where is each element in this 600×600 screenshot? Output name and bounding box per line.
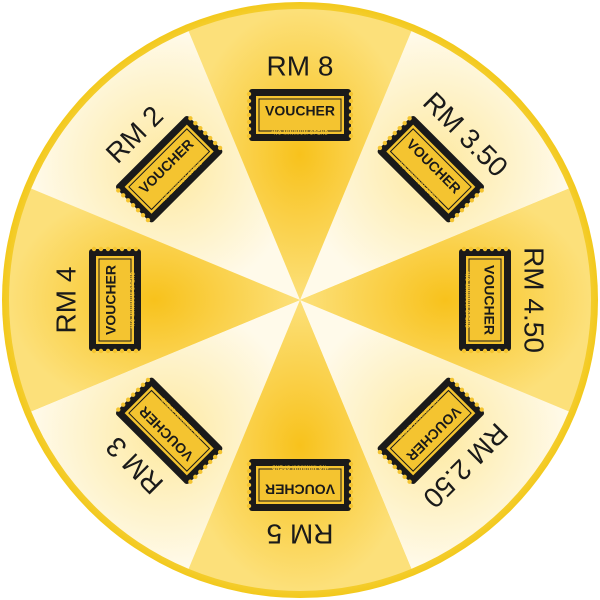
voucher-title: VOUCHER xyxy=(103,265,119,335)
voucher-ticket-icon: VOUCHER*NO MINIMUM SPEND xyxy=(377,377,485,485)
voucher-subtitle: *NO MINIMUM SPEND xyxy=(271,464,328,470)
voucher-ticket-icon: VOUCHER *NO MINIMUM SPEND xyxy=(89,246,141,354)
prize-rm-4-50: RM 4.50 VOUCHER *NO MINIMUM SPEND xyxy=(459,246,550,354)
wheel-segment-rm-4-50 xyxy=(300,188,591,412)
voucher-title: VOUCHER xyxy=(265,103,335,119)
prize-amount-label: RM 4.50 xyxy=(519,247,550,353)
voucher-ticket-icon: VOUCHER *NO MINIMUM SPEND xyxy=(459,246,511,354)
prize-amount-label: RM 4 xyxy=(50,267,81,334)
prize-rm-5: RM 5 VOUCHER *NO MINIMUM SPEND xyxy=(246,459,354,550)
voucher-title: VOUCHER xyxy=(265,481,335,497)
wheel-segment-rm-4 xyxy=(9,188,300,412)
voucher-ticket-icon: VOUCHER*NO MINIMUM SPEND xyxy=(377,115,485,223)
wheel-segment-rm-5 xyxy=(188,300,412,591)
prize-rm-8: RM 8 VOUCHER *NO MINIMUM SPEND xyxy=(246,50,354,141)
prize-rm-4: RM 4 VOUCHER *NO MINIMUM SPEND xyxy=(50,246,141,354)
prize-amount-label: RM 5 xyxy=(267,519,334,550)
voucher-subtitle: *NO MINIMUM SPEND xyxy=(464,271,470,328)
voucher-title: VOUCHER xyxy=(481,265,497,335)
wheel-segment-rm-8 xyxy=(188,9,412,300)
voucher-ticket-icon: VOUCHER*NO MINIMUM SPEND xyxy=(115,115,223,223)
voucher-ticket-icon: VOUCHER *NO MINIMUM SPEND xyxy=(246,89,354,141)
voucher-subtitle: *NO MINIMUM SPEND xyxy=(271,130,328,136)
voucher-subtitle: *NO MINIMUM SPEND xyxy=(130,271,136,328)
prize-amount-label: RM 8 xyxy=(267,50,334,81)
voucher-ticket-icon: VOUCHER *NO MINIMUM SPEND xyxy=(246,459,354,511)
